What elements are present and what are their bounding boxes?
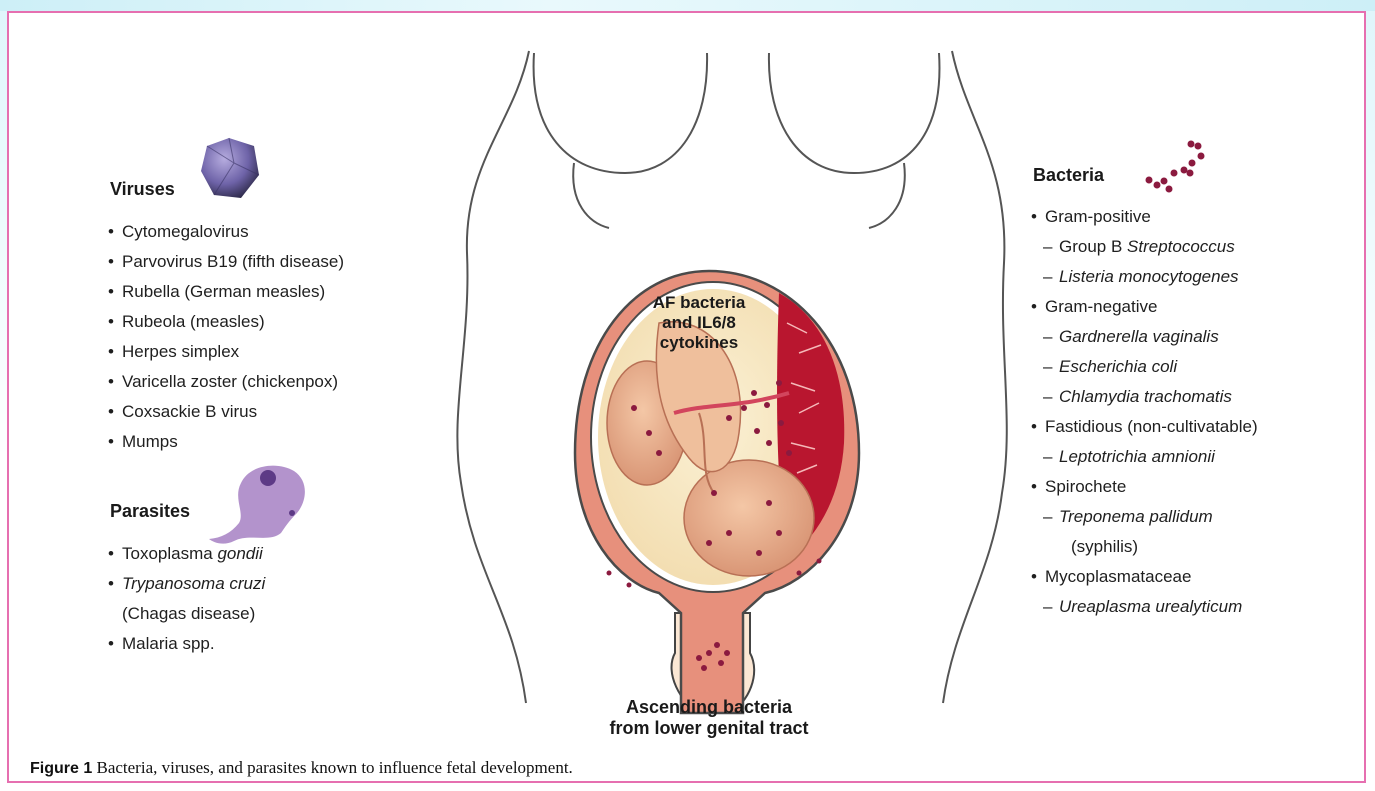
bacteria-group: •Spirochete bbox=[1031, 472, 1258, 502]
figure-number: Figure 1 bbox=[30, 760, 92, 777]
bacteria-item-text: Mycoplasmataceae bbox=[1045, 567, 1191, 586]
bacteria-item-species: Chlamydia trachomatis bbox=[1059, 387, 1232, 406]
bacteria-item-species: Streptococcus bbox=[1127, 237, 1235, 256]
dash: – bbox=[1031, 382, 1059, 412]
virus-item-label: Parvovirus B19 (fifth disease) bbox=[122, 252, 344, 271]
bullet: • bbox=[1031, 472, 1045, 502]
parasites-list: •Toxoplasma gondii•Trypanosoma cruzi(Cha… bbox=[108, 539, 265, 659]
bullet: • bbox=[1031, 562, 1045, 592]
bacteria-item-species: Escherichia coli bbox=[1059, 357, 1177, 376]
caption-text: Bacteria, viruses, and parasites known t… bbox=[92, 758, 573, 777]
bacteria-species: –Group B Streptococcus bbox=[1031, 232, 1258, 262]
dash: – bbox=[1031, 262, 1059, 292]
parasite-item-text: Toxoplasma bbox=[122, 544, 217, 563]
bacteria-item-text: (syphilis) bbox=[1071, 537, 1138, 556]
af-bacteria-label: AF bacteria and IL6/8 cytokines bbox=[629, 293, 769, 353]
bullet: • bbox=[108, 307, 122, 337]
virus-item-label: Cytomegalovirus bbox=[122, 222, 249, 241]
bullet: • bbox=[1031, 412, 1045, 442]
ascending-bacteria-label: Ascending bacteria from lower genital tr… bbox=[569, 697, 849, 739]
figure-caption: Figure 1 Bacteria, viruses, and parasite… bbox=[30, 758, 573, 778]
virus-item-label: Rubella (German measles) bbox=[122, 282, 325, 301]
figure-frame: Viruses •Cytomegalovirus•Parvovirus B19 … bbox=[7, 11, 1366, 783]
bullet: • bbox=[108, 277, 122, 307]
dash: – bbox=[1031, 442, 1059, 472]
bacteria-group: •Mycoplasmataceae bbox=[1031, 562, 1258, 592]
virus-item: •Mumps bbox=[108, 427, 344, 457]
bacteria-species: –Escherichia coli bbox=[1031, 352, 1258, 382]
bullet: • bbox=[108, 397, 122, 427]
virus-item: •Parvovirus B19 (fifth disease) bbox=[108, 247, 344, 277]
parasite-icon bbox=[209, 466, 305, 544]
viruses-list: •Cytomegalovirus•Parvovirus B19 (fifth d… bbox=[108, 217, 344, 457]
bacteria-item-text: Gram-positive bbox=[1045, 207, 1151, 226]
bacteria-item-species: Gardnerella vaginalis bbox=[1059, 327, 1219, 346]
bacteria-species: –Gardnerella vaginalis bbox=[1031, 322, 1258, 352]
bacteria-species: –Ureaplasma urealyticum bbox=[1031, 592, 1258, 622]
parasite-item: •Trypanosoma cruzi bbox=[108, 569, 265, 599]
virus-item-label: Coxsackie B virus bbox=[122, 402, 257, 421]
bullet: • bbox=[108, 247, 122, 277]
virus-item: •Coxsackie B virus bbox=[108, 397, 344, 427]
bacteria-species: –Leptotrichia amnionii bbox=[1031, 442, 1258, 472]
bullet: • bbox=[108, 367, 122, 397]
bacteria-item-species: Leptotrichia amnionii bbox=[1059, 447, 1215, 466]
bacteria-title: Bacteria bbox=[1033, 165, 1104, 186]
virus-item-label: Mumps bbox=[122, 432, 178, 451]
bacteria-species: (syphilis) bbox=[1031, 532, 1258, 562]
parasite-item-species: Trypanosoma cruzi bbox=[122, 574, 265, 593]
bacteria-item-text: Group B bbox=[1059, 237, 1127, 256]
virus-item-label: Varicella zoster (chickenpox) bbox=[122, 372, 338, 391]
virus-item: •Rubella (German measles) bbox=[108, 277, 344, 307]
dash: – bbox=[1031, 322, 1059, 352]
parasite-item-species: gondii bbox=[217, 544, 262, 563]
bacteria-species: –Chlamydia trachomatis bbox=[1031, 382, 1258, 412]
bullet: • bbox=[108, 427, 122, 457]
virus-icon bbox=[201, 138, 259, 198]
bacteria-species: –Listeria monocytogenes bbox=[1031, 262, 1258, 292]
bullet: • bbox=[1031, 202, 1045, 232]
bacteria-item-species: Treponema pallidum bbox=[1059, 507, 1213, 526]
viruses-title: Viruses bbox=[110, 179, 175, 200]
parasite-item: •Malaria spp. bbox=[108, 629, 265, 659]
bacteria-item-species: Ureaplasma urealyticum bbox=[1059, 597, 1242, 616]
bullet: • bbox=[108, 217, 122, 247]
bullet: • bbox=[108, 337, 122, 367]
parasite-item: •Toxoplasma gondii bbox=[108, 539, 265, 569]
background-band bbox=[0, 0, 1375, 11]
bacteria-list: •Gram-positive–Group B Streptococcus–Lis… bbox=[1031, 202, 1258, 622]
bacteria-group: •Fastidious (non-cultivatable) bbox=[1031, 412, 1258, 442]
bullet: • bbox=[108, 629, 122, 659]
bullet: • bbox=[108, 569, 122, 599]
virus-item: •Varicella zoster (chickenpox) bbox=[108, 367, 344, 397]
virus-item: •Rubeola (measles) bbox=[108, 307, 344, 337]
bacteria-group: •Gram-positive bbox=[1031, 202, 1258, 232]
dash: – bbox=[1031, 502, 1059, 532]
dash: – bbox=[1031, 592, 1059, 622]
bacteria-item-text: Gram-negative bbox=[1045, 297, 1157, 316]
bacteria-item-text: Spirochete bbox=[1045, 477, 1126, 496]
bacteria-species: –Treponema pallidum bbox=[1031, 502, 1258, 532]
bacteria-item-text: Fastidious (non-cultivatable) bbox=[1045, 417, 1258, 436]
bullet: • bbox=[108, 539, 122, 569]
dash: – bbox=[1031, 352, 1059, 382]
virus-item: •Herpes simplex bbox=[108, 337, 344, 367]
virus-item-label: Rubeola (measles) bbox=[122, 312, 265, 331]
bacteria-icon bbox=[1146, 141, 1205, 193]
parasite-item-text: Malaria spp. bbox=[122, 634, 215, 653]
bullet: • bbox=[1031, 292, 1045, 322]
parasite-item: (Chagas disease) bbox=[108, 599, 265, 629]
virus-item: •Cytomegalovirus bbox=[108, 217, 344, 247]
dash: – bbox=[1031, 232, 1059, 262]
bacteria-item-species: Listeria monocytogenes bbox=[1059, 267, 1239, 286]
parasite-item-text: (Chagas disease) bbox=[122, 604, 255, 623]
bacteria-group: •Gram-negative bbox=[1031, 292, 1258, 322]
virus-item-label: Herpes simplex bbox=[122, 342, 239, 361]
parasites-title: Parasites bbox=[110, 501, 190, 522]
